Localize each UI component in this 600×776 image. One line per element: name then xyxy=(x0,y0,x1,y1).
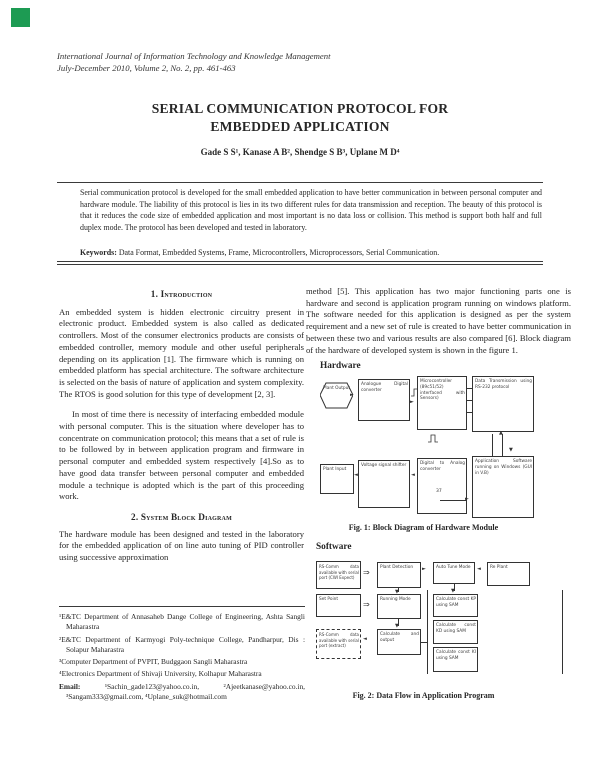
journal-name: International Journal of Information Tec… xyxy=(57,51,331,61)
arrow-left-icon: ◄ xyxy=(477,566,481,573)
footnotes-block: ¹E&TC Department of Annasaheb Dange Coll… xyxy=(59,606,305,704)
connector-line xyxy=(467,387,472,389)
hardware-label: Hardware xyxy=(320,361,361,372)
arrow-right-icon: ► xyxy=(422,566,426,573)
footnote-email: Email: ¹Sachin_gade123@yahoo.co.in, ²Aje… xyxy=(59,682,305,703)
connector-line xyxy=(398,619,399,627)
fig1-node-dac: Digital to Analog converter xyxy=(417,457,467,514)
arrow-left-icon: ◄ xyxy=(354,471,358,478)
abstract-top-rule xyxy=(57,182,543,183)
fig1-node-data-transmission: Data Transmission using RS-232 protocol xyxy=(472,375,534,432)
arrow-right-icon: ► xyxy=(410,398,414,405)
fig2-node-kd: Calculate const KD using SAM xyxy=(433,620,478,645)
title-line-2: EMBEDDED APPLICATION xyxy=(210,119,390,134)
connector-line xyxy=(398,588,399,593)
connector-line xyxy=(467,411,472,413)
journal-header: International Journal of Information Tec… xyxy=(57,51,477,74)
bracket-line xyxy=(427,590,428,675)
fig1-node-plant-output: Plant Output xyxy=(319,382,354,409)
software-label: Software xyxy=(316,541,352,552)
connector-line xyxy=(421,642,427,644)
fig1-node-plant-input: Plant Input xyxy=(320,463,354,494)
connector-line xyxy=(492,433,493,456)
arrow-down-icon: ▼ xyxy=(509,446,513,453)
figure-1-caption: Fig. 1: Block Diagram of Hardware Module xyxy=(348,522,499,532)
fig2-node-receive-bottom: RS-Comm data available with serial port … xyxy=(316,629,361,660)
footnote-1: ¹E&TC Department of Annasaheb Dange Coll… xyxy=(59,612,305,632)
figure-2-caption: Fig. 2: Data Flow in Application Program xyxy=(352,691,495,701)
fig2-node-plant-detection: Plant Detection xyxy=(377,562,421,589)
fig1-label-37: 37 xyxy=(436,488,442,494)
fig1-node-shifter: Voltage signal shifter xyxy=(358,459,410,508)
arrow-down-icon: ▼ xyxy=(395,589,399,596)
footnote-3: ³Computer Department of PVPIT, Budggaon … xyxy=(59,657,248,667)
fig2-node-ki: Calculate const KI using SAM xyxy=(433,647,478,673)
connector-line xyxy=(467,399,472,401)
fig2-node-re-plant: Re Plant xyxy=(487,562,530,587)
fig1-node-adc: Analogue Digital converter xyxy=(358,378,410,421)
authors-line: Gade S S¹, Kanase A B², Shendge S B³, Up… xyxy=(200,147,400,157)
corner-logo xyxy=(11,8,30,27)
step-signal-icon xyxy=(428,434,438,443)
arrow-up-icon: ▲ xyxy=(499,429,503,436)
arrow-left-icon: ◄ xyxy=(411,471,415,478)
fig2-node-receive-top: RS-Comm data available with serial port … xyxy=(316,561,361,590)
section-2-heading: 2. System Block Diagram xyxy=(131,511,232,522)
fig2-node-calc-output: Calculate and output xyxy=(377,629,421,656)
arrow-down-icon: ▼ xyxy=(451,588,455,595)
email-label: Email: xyxy=(59,681,81,691)
abstract-text: Serial communication protocol is develop… xyxy=(80,188,542,232)
fig1-node-microcontroller: Microcontroller (89c51/52) interfaced wi… xyxy=(417,375,467,430)
keywords-label: Keywords: xyxy=(80,248,117,257)
title-line-1: SERIAL COMMUNICATION PROTOCOL FOR xyxy=(151,101,449,116)
section-1-heading: 1. Introduction xyxy=(150,289,213,299)
figure-2-diagram: RS-Comm data available with serial port … xyxy=(306,557,571,683)
fig2-node-set-point: Set Point xyxy=(316,594,361,618)
double-arrow-right-icon: ⇒ xyxy=(363,568,370,578)
abstract-bottom-rule xyxy=(57,261,543,265)
keywords-text: Data Format, Embedded Systems, Frame, Mi… xyxy=(118,248,440,257)
figure-1-diagram: Plant Output ► Analogue Digital converte… xyxy=(306,375,571,518)
right-paragraph: method [5]. This application has two maj… xyxy=(306,286,571,355)
arrow-right-icon: ► xyxy=(465,495,469,502)
keywords-line: Keywords: Data Format, Embedded Systems,… xyxy=(80,248,542,257)
footnote-4: ⁴Electronics Department of Shivaji Unive… xyxy=(59,669,262,679)
email-addresses: ¹Sachin_gade123@yahoo.co.in, ²Ajeetkanas… xyxy=(66,681,305,702)
arrow-left-icon: ◄ xyxy=(363,636,367,643)
bracket-line xyxy=(562,590,563,675)
connector-line xyxy=(454,584,455,592)
fig2-node-running-mode: Running Mode xyxy=(377,594,421,620)
right-column: method [5]. This application has two maj… xyxy=(306,283,571,702)
fig2-node-auto-tune: Auto Tune Mode xyxy=(433,562,475,585)
intro-paragraph-2: In most of time there is necessity of in… xyxy=(59,409,304,502)
connector-line xyxy=(440,499,466,501)
left-column: 1. Introduction An embedded system is hi… xyxy=(59,283,304,564)
arrow-right-icon: ► xyxy=(350,391,354,398)
fig2-node-kp: Calculate const KP using SAM xyxy=(433,594,478,618)
double-arrow-right-icon: ⇒ xyxy=(363,600,370,610)
footnote-2: ²E&TC Department of Karmyogi Poly-techni… xyxy=(59,634,305,654)
arrow-down-icon: ▼ xyxy=(395,623,399,630)
fig1-node-application-software: Application Software running on Windows … xyxy=(472,455,534,518)
footnote-rule xyxy=(59,606,305,607)
connector-line xyxy=(502,433,503,456)
paper-title: SERIAL COMMUNICATION PROTOCOL FOR EMBEDD… xyxy=(57,100,543,136)
intro-paragraph-1: An embedded system is hidden electronic … xyxy=(59,306,304,399)
journal-issue: July-December 2010, Volume 2, No. 2, pp.… xyxy=(57,62,236,73)
system-paragraph: The hardware module has been designed an… xyxy=(59,528,304,563)
